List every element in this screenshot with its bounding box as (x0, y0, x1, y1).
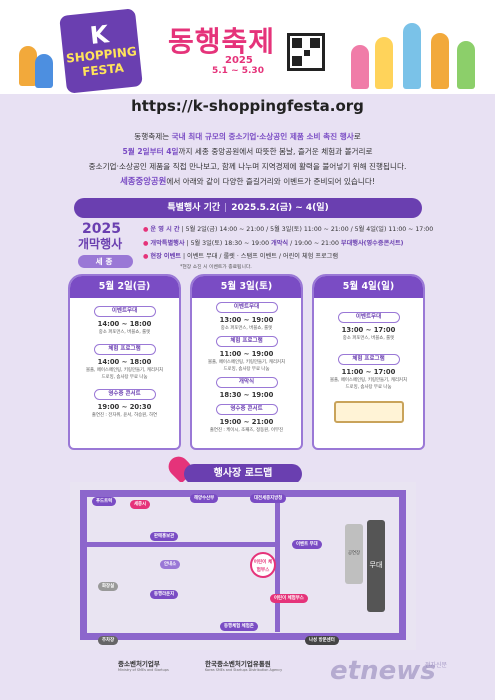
info-ceremony-key: 개막식 (271, 239, 289, 247)
period-label: 특별행사 기간 (167, 203, 221, 213)
map-label-sejong: 세종시 (130, 500, 151, 509)
event-time: 18:30 ~ 19:00 (219, 391, 274, 399)
festival-logo: K SHOPPING FESTA (59, 8, 143, 94)
intro-line4-highlight: 세종중앙공원 (120, 176, 167, 186)
event-name: 체험 프로그램 (215, 336, 278, 347)
day-card-title: 5월 4일(일) (314, 276, 423, 298)
event-time: 13:00 ~ 17:00 (341, 326, 396, 334)
event-desc: 볼풀, 페이스페인팅, 키링만들기, 캐리커처드로잉, 솜사탕 무료 나눔 (85, 368, 164, 380)
event-time: 13:00 ~ 19:00 (219, 316, 274, 324)
header: K SHOPPING FESTA 동행축제 2025 5.1 ~ 5.30 (0, 0, 495, 94)
festival-year: 2025 (225, 55, 253, 66)
map-label-promo-hall: 판매홍보관 (150, 532, 179, 541)
opening-year: 2025 (82, 221, 121, 237)
festival-dates: 5.1 ~ 5.30 (212, 66, 264, 76)
intro-line2-b: 까지 세종 중앙공원에서 따뜻한 봄날, 즐거운 체험과 볼거리로 (178, 147, 373, 156)
event-info: ● 운 영 시 간 | 5월 2일(금) 14:00 ~ 21:00 / 5월 … (143, 226, 434, 260)
event-desc: 중소 퍼포먼스, 버블쇼, 룰렛 (342, 336, 395, 341)
ball-pool-illustration (333, 401, 404, 423)
venue-map: 푸드트럭 세종시 해양수산부 대전세종지방청 판매홍보관 어린이 체험부스 이벤… (70, 482, 416, 650)
intro-line3: 중소기업·소상공인 제품을 직접 만나보고, 함께 나누며 지역경제에 활력을 … (88, 162, 407, 171)
event-time: 11:00 ~ 17:00 (341, 368, 396, 376)
org2-name-en: Korea SMEs and Startups Distribution Age… (205, 668, 283, 672)
event-time: 14:00 ~ 18:00 (97, 358, 152, 366)
org1-name: 중소벤처기업부 (118, 660, 160, 668)
map-label-info: 안내소 (160, 560, 181, 569)
event-desc: 볼풀, 페이스페인팅, 키링만들기, 캐리커처드로잉, 솜사탕 무료 나눔 (207, 360, 286, 372)
info-note: *현장 소진 시 이벤트가 종료됩니다. (180, 265, 252, 270)
map-label-food-truck: 푸드트럭 (92, 497, 117, 506)
event-desc: 중소 퍼포먼스, 버블쇼, 룰렛 (220, 326, 273, 331)
event-name: 이벤트무대 (215, 302, 278, 313)
event-time: 19:00 ~ 20:30 (97, 403, 152, 411)
info-special-key: 개막특별행사 (150, 239, 185, 247)
day-card-2: 5월 4일(일) 이벤트무대 13:00 ~ 17:00 중소 퍼포먼스, 버블… (312, 274, 425, 450)
special-event-period: 특별행사 기간|2025.5.2(금) ~ 4(일) (74, 198, 422, 218)
event-name: 개막식 (215, 377, 278, 388)
period-value: 2025.5.2(금) ~ 4(일) (231, 203, 329, 213)
map-building-stage: 무대 (367, 520, 385, 612)
event-time: 14:00 ~ 18:00 (97, 320, 152, 328)
intro-line1-highlight: 국내 최대 규모의 중소기업·소상공인 제품 소비 촉진 행사 (171, 132, 354, 141)
map-label-entrance: 나성 방문센터 (305, 636, 339, 645)
event-desc: 중소 퍼포먼스, 버블쇼, 룰렛 (98, 330, 151, 335)
day-card-title: 5월 3일(토) (192, 276, 301, 298)
event-desc: 출연진 : 케이시, 조째즈, 정동원, 이무진 (209, 428, 284, 433)
map-label-parking: 주차장 (98, 636, 119, 645)
map-label-kids-booth: 어린이 체험부스 (250, 552, 276, 578)
intro-text: 동행축제는 국내 최대 규모의 중소기업·소상공인 제품 소비 촉진 행사로 5… (30, 129, 465, 189)
org2-name: 한국중소벤처기업유통원 (205, 660, 271, 668)
festival-title: 동행축제 (168, 25, 276, 58)
intro-line4-b: 에서 아래와 같이 다양한 즐길거리와 이벤트가 준비되어 있습니다! (166, 177, 375, 186)
footer (0, 652, 495, 700)
map-building-hall-label: 공연장 (347, 551, 361, 556)
event-name: 영수증 콘서트 (215, 404, 278, 415)
map-label-marine: 해양수산부 (190, 494, 219, 503)
info-onsite-value: 이벤트 무대 / 룰렛 · 스탬프 이벤트 / 어린이 체험 프로그램 (187, 253, 339, 260)
agency-logo: 한국중소벤처기업유통원 Korea SMEs and Startups Dist… (205, 658, 282, 672)
opening-location-badge: 세종 (78, 255, 133, 268)
website-url[interactable]: https://k-shoppingfesta.org (131, 97, 364, 115)
event-time: 19:00 ~ 21:00 (219, 418, 274, 426)
info-hours-key: 운 영 시 간 (150, 226, 180, 233)
map-label-lounge: 동행라운지 (150, 590, 179, 599)
event-desc: 출연진 : 전자위, 윤서, 하승원, 하연 (91, 413, 158, 418)
event-desc: 볼풀, 페이스페인팅, 키링만들기, 캐리커처드로잉, 솜사탕 무료 나눔 (329, 378, 408, 390)
info-special-value: 5월 3일(토) 18:30 ~ 19:00 (190, 239, 270, 247)
day-card-title: 5월 2일(금) (70, 276, 179, 298)
day-card-1: 5월 3일(토) 이벤트무대 13:00 ~ 19:00 중소 퍼포먼스, 버블… (190, 274, 303, 450)
map-label-event-stage: 이벤트 무대 (292, 540, 322, 549)
org1-name-en: Ministry of SMEs and Startups (118, 668, 169, 672)
qr-code-icon[interactable] (287, 33, 325, 71)
event-name: 체험 프로그램 (337, 354, 400, 365)
watermark: etnews (330, 656, 436, 686)
info-side-event: 부대행사(영수증콘서트) (340, 239, 404, 247)
event-name: 이벤트무대 (337, 312, 400, 323)
intro-line2-highlight: 5월 2일부터 4일 (122, 147, 179, 156)
info-ceremony-value: 19:00 ~ 21:00 (294, 239, 339, 247)
illustration-people-right (345, 15, 485, 93)
ministry-logo: 중소벤처기업부 Ministry of SMEs and Startups (118, 658, 169, 672)
map-label-kids-booth-2: 어린이 체험부스 (270, 594, 308, 603)
map-building-stage-label: 무대 (369, 561, 383, 569)
event-name: 영수증 콘서트 (93, 389, 156, 400)
map-label-toilet: 화장실 (98, 582, 119, 591)
map-label-daejeon: 대전세종지방청 (250, 494, 287, 503)
intro-line1-b: 로 (353, 132, 361, 141)
day-card-0: 5월 2일(금) 이벤트무대 14:00 ~ 18:00 중소 퍼포먼스, 버블… (68, 274, 181, 450)
map-title: 행사장 로드맵 (184, 464, 302, 484)
watermark-small: 전자신문 (425, 662, 448, 669)
map-label-experience-zone: 동행체험 체험존 (220, 622, 258, 631)
event-time: 11:00 ~ 19:00 (219, 350, 274, 358)
opening-label: 개막행사 (78, 237, 123, 251)
opening-event-badge: 2025 개막행사 세종 (78, 222, 138, 268)
illustration-people-left (15, 40, 55, 90)
event-name: 체험 프로그램 (93, 344, 156, 355)
intro-line1-a: 동행축제는 (134, 132, 172, 141)
event-name: 이벤트무대 (93, 306, 156, 317)
info-hours-value: 5월 2일(금) 14:00 ~ 21:00 / 5월 3일(토) 11:00 … (185, 226, 434, 233)
info-onsite-key: 현장 이벤트 (150, 253, 181, 260)
map-building-hall: 공연장 (345, 524, 363, 584)
